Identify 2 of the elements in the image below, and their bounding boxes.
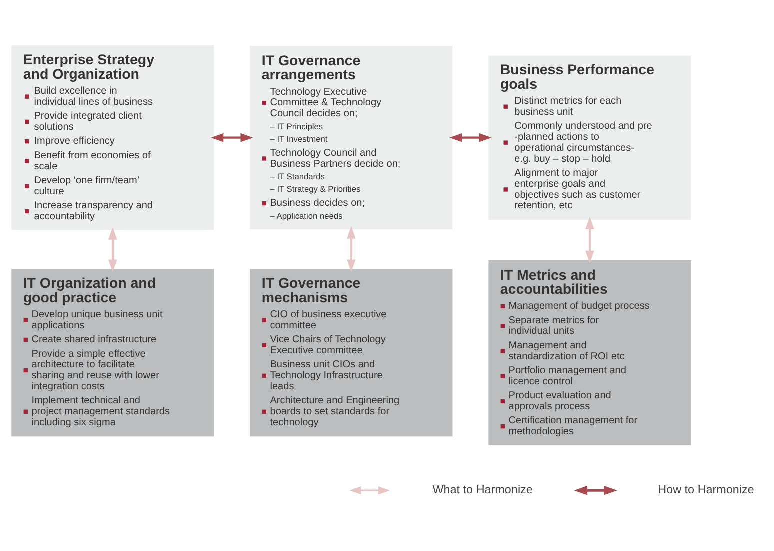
legend-label: What to Harmonize xyxy=(432,484,533,497)
legend-label: How to Harmonize xyxy=(658,484,754,497)
